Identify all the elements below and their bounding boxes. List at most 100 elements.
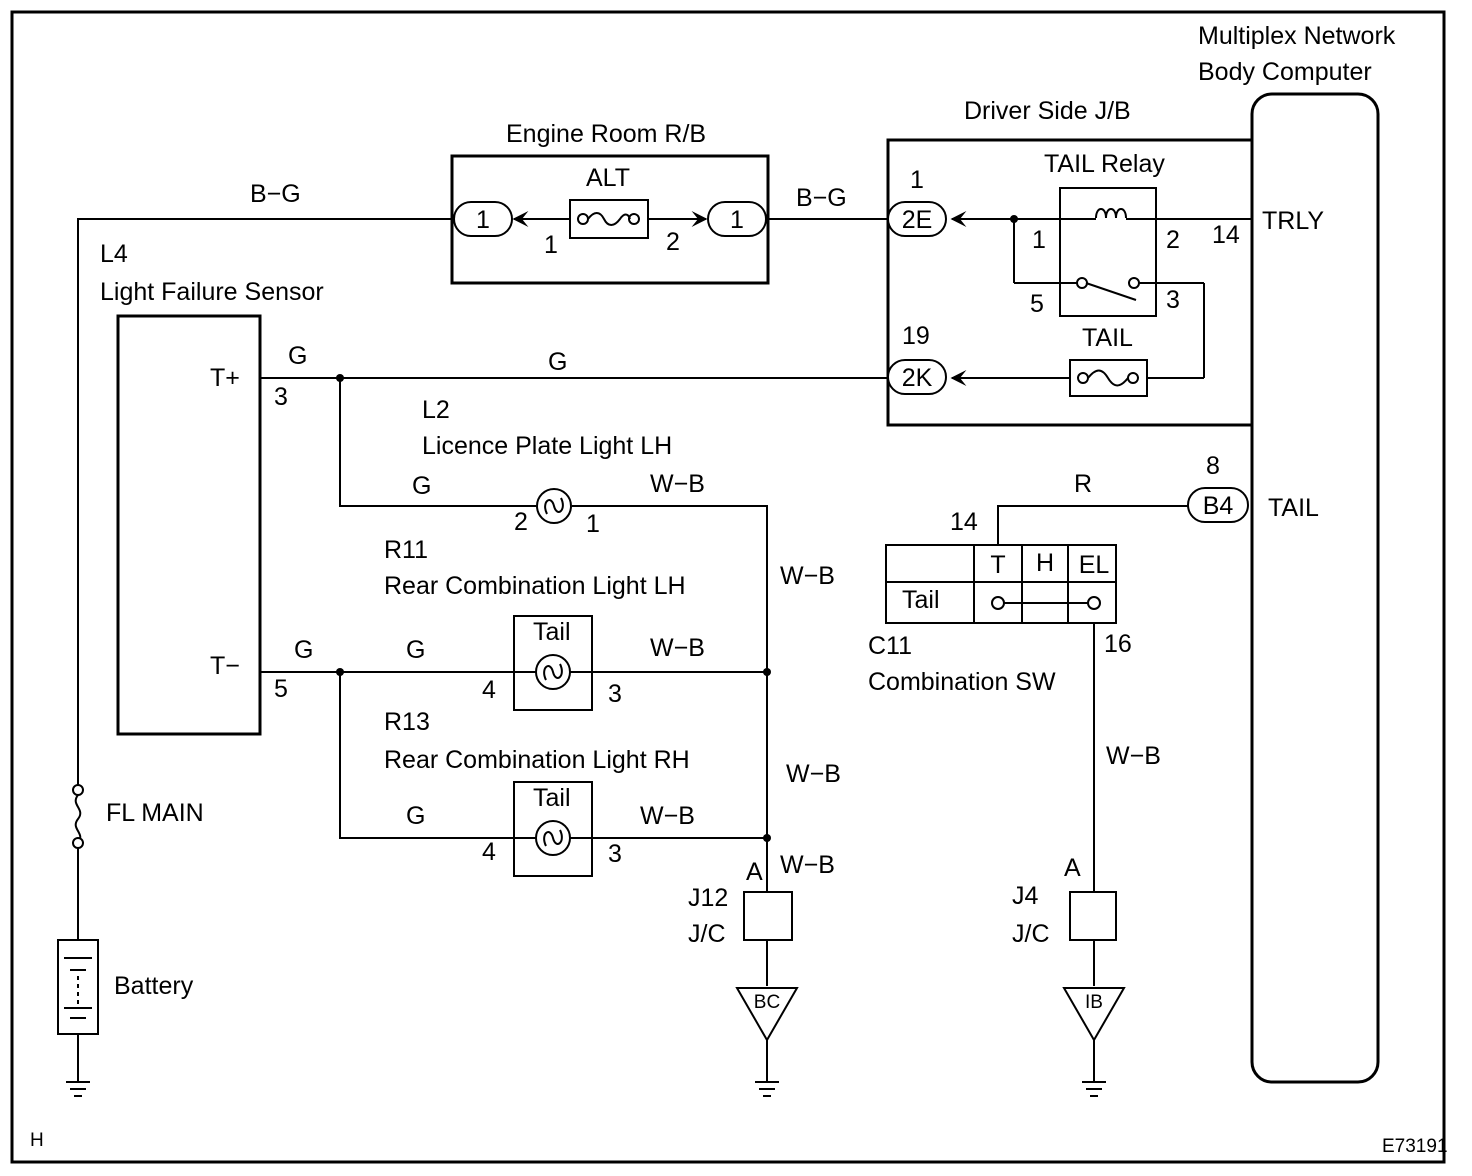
sensor-box	[116, 314, 262, 736]
light-failure-sensor: L4 Light Failure Sensor T+ T− 3 5	[100, 240, 324, 736]
trly-label: TRLY	[1262, 207, 1324, 235]
wire-wb-vertical-1-label: W−B	[780, 562, 835, 590]
combination-sw-col-el: EL	[1079, 551, 1110, 579]
engine-room-rb: Engine Room R/B ALT 1 1 1 2	[450, 120, 770, 285]
relay-pin-5: 5	[1030, 290, 1044, 318]
rear-combination-lh: R11 Rear Combination Light LH Tail G G W…	[260, 536, 771, 711]
sensor-pin-plus: 3	[274, 383, 288, 411]
connector-2k-label: 2K	[902, 364, 933, 392]
rb-pin-left: 1	[544, 231, 558, 259]
j4-code: J4	[1012, 882, 1039, 910]
relay-pin-1: 1	[1032, 226, 1046, 254]
rear-lh-code: R11	[384, 536, 428, 564]
wire-bg-right-label: B−G	[796, 184, 847, 212]
ground-bc	[735, 987, 799, 1043]
rb-right-connector-label: 1	[730, 206, 744, 234]
junction-j4: A J4 J/C IB	[1012, 854, 1126, 1097]
licence-plate-light: L2 Licence Plate Light LH G W−B 2 1 W−B	[339, 378, 835, 838]
engine-room-rb-title: Engine Room R/B	[506, 120, 706, 148]
body-computer-title-1: Multiplex Network	[1198, 22, 1396, 50]
rb-pin-right: 2	[666, 228, 680, 256]
rear-lh-pin-in: 4	[482, 676, 496, 704]
combination-sw-name: Combination SW	[868, 668, 1056, 696]
wire-wb-lh-label: W−B	[650, 634, 705, 662]
j4-pin: A	[1064, 854, 1081, 882]
rear-rh-pin-in: 4	[482, 838, 496, 866]
wire-g-rh-label: G	[406, 802, 425, 830]
combination-sw-pin-out: 16	[1104, 630, 1132, 658]
j12-code: J12	[688, 884, 728, 912]
rear-rh-name: Rear Combination Light RH	[384, 746, 690, 774]
licence-pin-out: 1	[586, 510, 600, 538]
body-computer-title-2: Body Computer	[1198, 58, 1372, 86]
tail-fuse-label: TAIL	[1082, 324, 1133, 352]
licence-pin-in: 2	[514, 508, 528, 536]
rear-rh-code: R13	[384, 708, 430, 736]
corner-label-left: H	[30, 1130, 44, 1151]
rear-combination-rh: R13 Rear Combination Light RH Tail W−B G…	[339, 672, 841, 877]
fl-main-fuse-element	[74, 794, 82, 844]
wire-wb-licence-label: W−B	[650, 470, 705, 498]
ground-ib	[1062, 987, 1126, 1043]
wire-bg-left-label: B−G	[250, 180, 301, 208]
rear-lh-pin-out: 3	[608, 680, 622, 708]
ground-bc-label: BC	[754, 992, 780, 1013]
wire-g-sensor-plus-label: G	[288, 342, 307, 370]
combination-sw: T H EL Tail R 14 16 C11 Combination SW W…	[868, 470, 1188, 892]
sensor-t-plus: T+	[210, 364, 240, 392]
wire-wb-to-j12-label: W−B	[780, 851, 835, 879]
wire-wb-rh-label: W−B	[640, 802, 695, 830]
j12-pin: A	[746, 858, 763, 886]
wire-r-switch-label: R	[1074, 470, 1092, 498]
junction-j12: W−B A J12 J/C BC	[688, 838, 835, 1097]
wire-g-lh-label: G	[406, 636, 425, 664]
trly-pin: 14	[1212, 221, 1240, 249]
fl-main-label: FL MAIN	[106, 799, 204, 827]
relay-pin-3: 3	[1166, 286, 1180, 314]
wire-g-licence-label: G	[412, 472, 431, 500]
alt-fuse-label: ALT	[586, 164, 630, 192]
relay-coil	[1095, 208, 1127, 219]
connector-2e-label: 2E	[902, 206, 933, 234]
body-computer-box	[1250, 92, 1380, 1084]
b4-connector-label: B4	[1203, 492, 1234, 520]
tail-relay	[1059, 187, 1157, 317]
driver-side-jb-box	[886, 138, 1252, 427]
body-computer: Multiplex Network Body Computer TRLY TAI…	[1187, 22, 1396, 1084]
driver-side-jb-title: Driver Side J/B	[964, 97, 1131, 125]
wire-bg-left	[77, 218, 454, 790]
combination-sw-code: C11	[868, 632, 912, 660]
relay-pin-2: 2	[1166, 226, 1180, 254]
fl-main-and-battery: FL MAIN Battery	[57, 784, 204, 1097]
alt-fuse-element	[587, 212, 631, 226]
sensor-t-minus: T−	[210, 652, 240, 680]
rear-lh-bulb-label: Tail	[533, 618, 571, 646]
tail-label: TAIL	[1268, 494, 1319, 522]
rear-rh-bulb-label: Tail	[533, 784, 571, 812]
tail-relay-title: TAIL Relay	[1044, 150, 1165, 178]
ground-ib-label: IB	[1085, 992, 1103, 1013]
wire-wb-switch-label: W−B	[1106, 742, 1161, 770]
combination-sw-col-h: H	[1036, 549, 1054, 577]
j4-box	[1069, 891, 1117, 941]
rear-lh-name: Rear Combination Light LH	[384, 572, 686, 600]
diagram-frame	[10, 10, 1446, 1164]
rb-left-connector-label: 1	[476, 206, 490, 234]
j12-box	[743, 891, 793, 941]
relay-contact	[1085, 282, 1137, 301]
combination-sw-box	[885, 544, 1117, 624]
licence-name: Licence Plate Light LH	[422, 432, 672, 460]
wire-g-sensor-minus-label: G	[294, 636, 313, 664]
wire-wb-vertical-2-label: W−B	[786, 760, 841, 788]
j4-type: J/C	[1012, 920, 1050, 948]
combination-sw-pin-in: 14	[950, 508, 978, 536]
wire-g-main-label: G	[548, 348, 567, 376]
connector-2k-pin: 19	[902, 322, 930, 350]
combination-sw-row-tail: Tail	[902, 586, 940, 614]
tail-pin: 8	[1206, 452, 1220, 480]
battery-label: Battery	[114, 972, 194, 1000]
sensor-pin-minus: 5	[274, 675, 288, 703]
rear-rh-pin-out: 3	[608, 840, 622, 868]
combination-sw-col-t: T	[990, 551, 1005, 579]
